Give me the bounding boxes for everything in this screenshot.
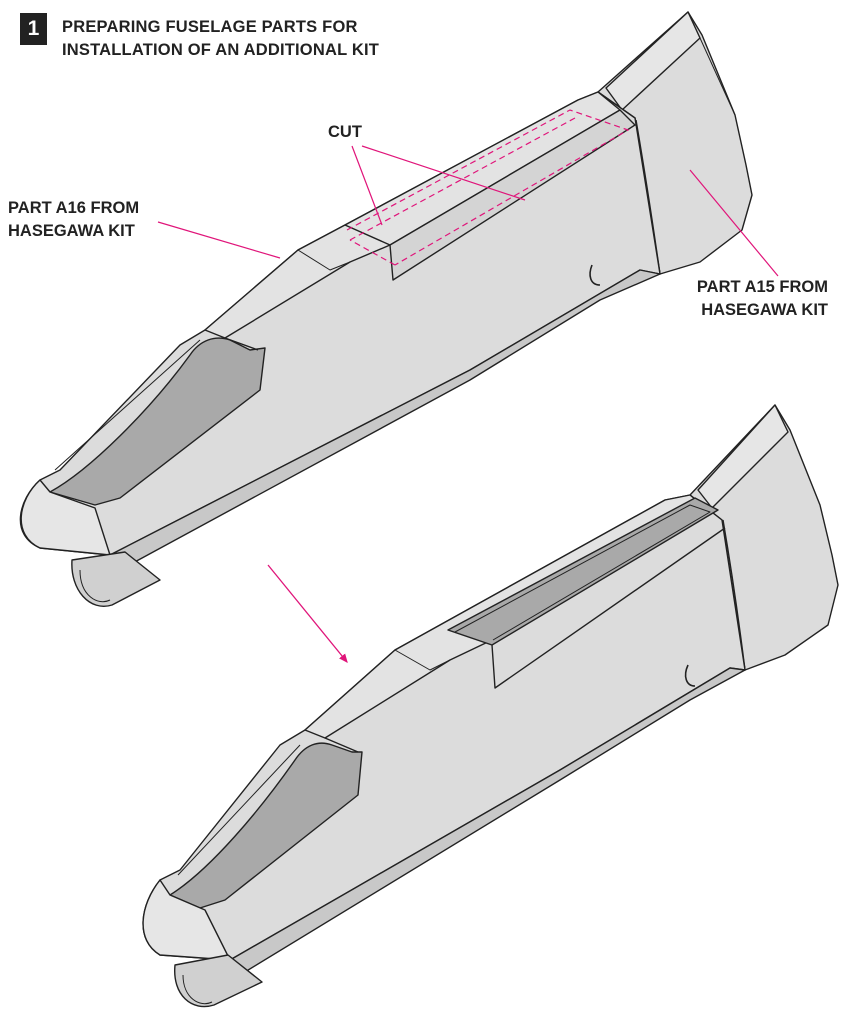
part-a16-label-line-2: HASEGAWA KIT (8, 222, 135, 240)
part-a16-label-line-1: PART A16 FROM (8, 199, 140, 217)
leader-lines (157, 145, 779, 277)
part-a15-label: PART A15 FROM HASEGAWA KIT (697, 276, 828, 322)
part-a15-label-line-2: HASEGAWA KIT (701, 301, 828, 319)
nose-top (20, 479, 111, 556)
step-title-line-1: PREPARING FUSELAGE PARTS FOR (62, 18, 358, 36)
fuselage-after (142, 404, 839, 1008)
cut-label: CUT (328, 121, 362, 144)
cockpit-opening-top (49, 337, 266, 506)
cut-opening (447, 497, 719, 646)
fuselage-before (19, 11, 753, 607)
cut-lines (346, 109, 630, 266)
part-a15-label-line-1: PART A15 FROM (696, 278, 828, 296)
arrow-down-right-icon (267, 564, 348, 664)
step-number-badge: 1 (20, 13, 47, 45)
part-a16-label: PART A16 FROM HASEGAWA KIT (8, 197, 139, 243)
intake-top (71, 551, 161, 607)
step-title-line-2: INSTALLATION OF AN ADDITIONAL KIT (62, 41, 380, 59)
cut-label-text: CUT (328, 123, 362, 141)
step-title: PREPARING FUSELAGE PARTS FOR INSTALLATIO… (62, 16, 379, 62)
